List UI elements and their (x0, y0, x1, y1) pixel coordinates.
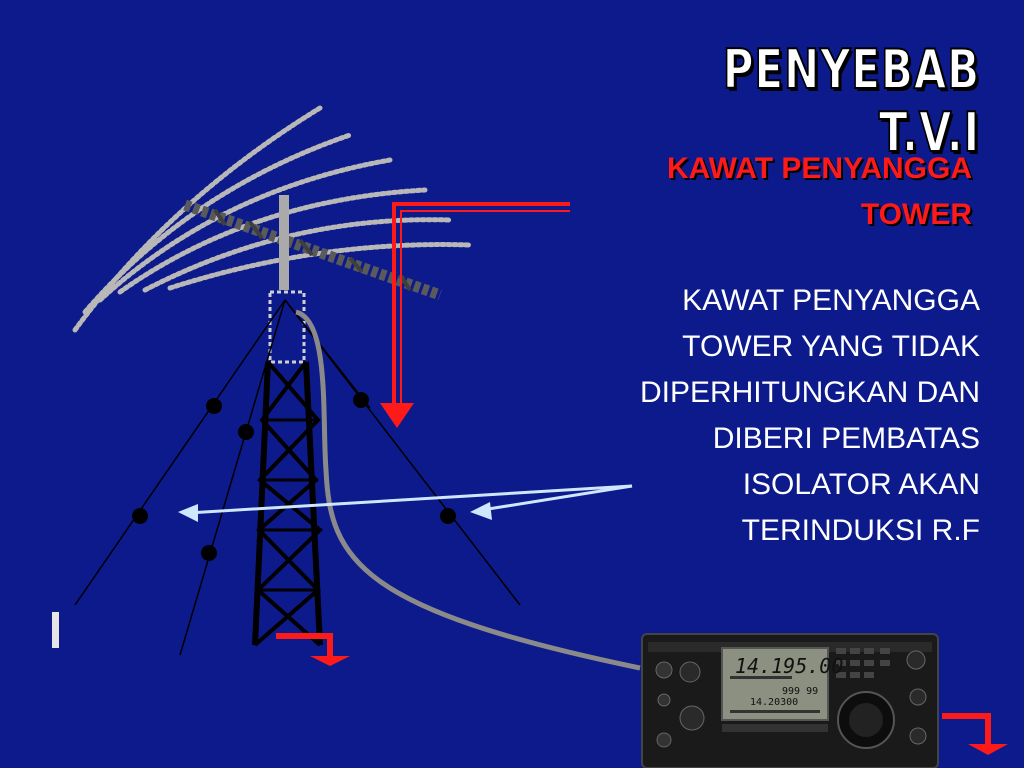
subtitle: KAWAT PENYANGGA TOWER (520, 146, 972, 238)
body-paragraph: KAWAT PENYANGGA TOWER YANG TIDAK DIPERHI… (500, 278, 980, 554)
radio-sub-display: 14.20300 (750, 697, 798, 708)
subtitle-line: KAWAT PENYANGGA (666, 152, 972, 185)
body-line: DIPERHITUNGKAN DAN (639, 376, 980, 409)
coax-cable (295, 309, 641, 671)
guy-wires (74, 299, 521, 656)
subtitle-line: TOWER (860, 198, 972, 231)
anchor-post-icon (52, 612, 59, 648)
ground-symbol-icon (942, 713, 1008, 755)
radio-secondary-display: 999 99 (782, 686, 818, 697)
red-pointer-arrow-icon (380, 202, 570, 428)
tower-icon (252, 290, 323, 647)
body-line: KAWAT PENYANGGA (682, 284, 980, 317)
radio-frequency-display: 14.195.00 (735, 654, 843, 678)
guy-wire-insulators (132, 392, 456, 561)
body-line: DIBERI PEMBATAS (712, 422, 980, 455)
ground-symbol-icon (276, 633, 350, 666)
body-line: ISOLATOR AKAN (742, 468, 980, 501)
light-arrows (178, 484, 633, 522)
slide-title: PENYEBAB T.V.I (722, 37, 980, 165)
body-line: TERINDUKSI R.F (741, 514, 980, 547)
yagi-antenna-icon (72, 105, 473, 333)
transceiver-icon (641, 633, 939, 768)
body-line: TOWER YANG TIDAK (682, 330, 980, 363)
